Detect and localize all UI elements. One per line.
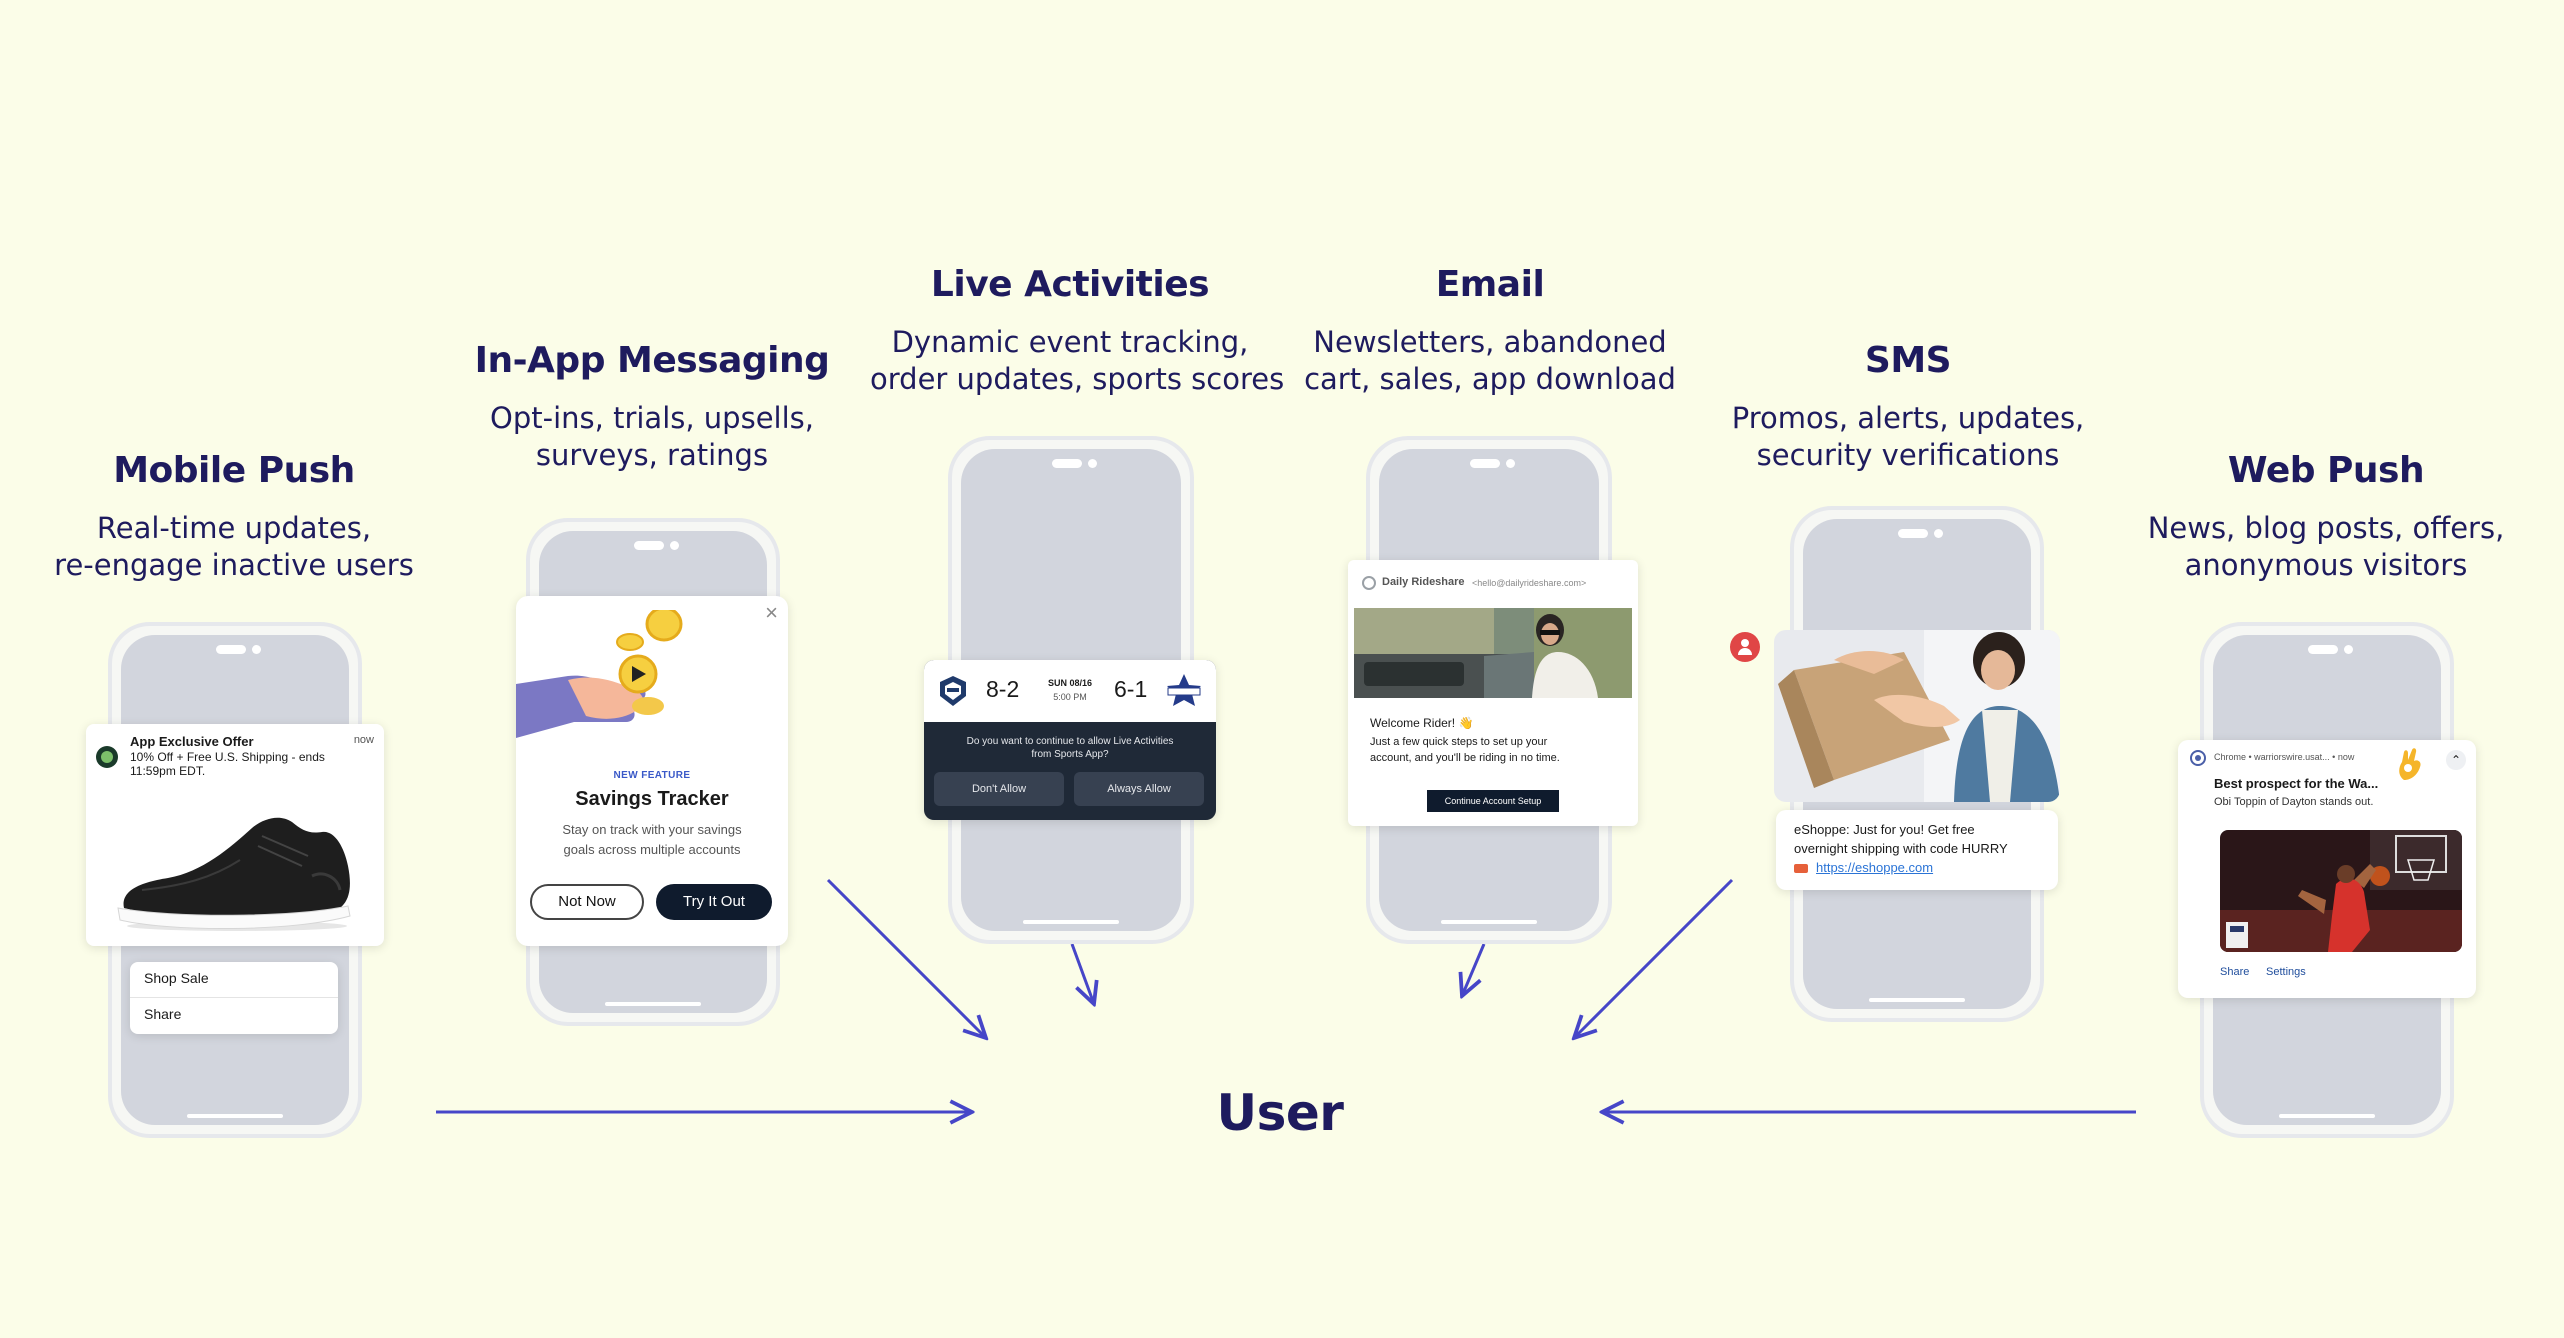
modal-body-1: Stay on track with your savings: [562, 822, 742, 837]
score-right: 6-1: [1114, 676, 1148, 702]
continue-setup-button[interactable]: Continue Account Setup: [1427, 790, 1559, 812]
try-it-out-button[interactable]: Try It Out: [656, 884, 772, 920]
arrow-live-activities: [1070, 943, 1094, 1004]
avatar-icon: [1362, 576, 1376, 590]
feature-tag: NEW FEATURE: [613, 770, 691, 781]
notification-line-2: 11:59pm EDT.: [130, 764, 206, 778]
live-prompt-1: Do you want to continue to allow Live Ac…: [966, 736, 1174, 747]
ok-hand-icon: [2399, 748, 2421, 780]
notification-title: App Exclusive Offer: [130, 734, 254, 749]
email-sender: Daily Rideshare: [1382, 576, 1465, 588]
app-logo-icon: [96, 746, 118, 768]
sneaker-image: [117, 817, 351, 931]
mobile-push-notification[interactable]: App Exclusive Offer now 10% Off + Free U…: [86, 724, 384, 946]
game-date: SUN 08/16: [1047, 678, 1093, 688]
sms-subtitle-2: security verifications: [1756, 438, 2060, 472]
notification-time: now: [353, 734, 374, 746]
score-left: 8-2: [986, 676, 1020, 702]
dont-allow-button[interactable]: Don't Allow: [934, 772, 1064, 806]
web-settings-action[interactable]: Settings: [2266, 966, 2306, 978]
email-sender-address: <hello@dailyrideshare.com>: [1472, 578, 1587, 588]
web-push-headline: Best prospect for the Wa...: [2214, 776, 2379, 791]
game-time: 5:00 PM: [1053, 692, 1087, 702]
arrow-email: [1462, 943, 1486, 996]
email-card: Daily Rideshare <hello@dailyrideshare.co…: [1348, 560, 1638, 826]
user-label: User: [1216, 1084, 1344, 1142]
close-icon[interactable]: ×: [765, 600, 778, 625]
team-logo-icon: [1167, 674, 1201, 706]
email-body-1: Just a few quick steps to set up your: [1370, 736, 1548, 748]
notification-line-1: 10% Off + Free U.S. Shipping - ends: [130, 750, 325, 764]
arrow-sms: [1574, 878, 1734, 1038]
live-activities-title: Live Activities: [930, 264, 1210, 305]
sms-text-1: eShoppe: Just for you! Get free: [1794, 822, 1975, 837]
arrow-in-app: [826, 878, 986, 1038]
email-title: Email: [1435, 264, 1545, 305]
mobile-push-actions: Shop Sale Share: [130, 962, 338, 1034]
team-logo-icon: [940, 676, 966, 706]
in-app-subtitle-2: surveys, ratings: [535, 438, 769, 472]
truck-icon: [1794, 864, 1808, 873]
modal-title: Savings Tracker: [575, 788, 729, 810]
sms-link[interactable]: https://eshoppe.com: [1816, 860, 1934, 875]
live-activities-subtitle-2: order updates, sports scores: [870, 362, 1285, 396]
live-prompt-2: from Sports App?: [1031, 749, 1109, 760]
mobile-push-subtitle-1: Real-time updates,: [96, 511, 372, 545]
coins-hand-illustration: [516, 610, 683, 738]
live-activities-subtitle-1: Dynamic event tracking,: [891, 325, 1249, 359]
collapse-chevron-icon[interactable]: ⌃: [2446, 750, 2466, 770]
not-now-button[interactable]: Not Now: [530, 884, 644, 920]
web-push-subtitle-1: News, blog posts, offers,: [2147, 511, 2505, 545]
in-app-title: In-App Messaging: [474, 340, 830, 381]
in-app-modal: × NEW FEATURE Savings Tracker Stay on tr…: [516, 596, 788, 946]
live-activity-widget: 8-2 SUN 08/16 5:00 PM 6-1 Do you want to…: [924, 660, 1216, 820]
shop-sale-action[interactable]: Shop Sale: [144, 970, 209, 986]
web-push-notification[interactable]: Chrome • warriorswire.usat... • now ⌃ Be…: [2178, 740, 2476, 998]
web-push-title: Web Push: [2227, 450, 2425, 491]
email-subtitle-2: cart, sales, app download: [1304, 362, 1676, 396]
basketball-image: [2220, 830, 2462, 952]
sms-bubble: eShoppe: Just for you! Get free overnigh…: [1776, 810, 2058, 890]
sms-image: [1774, 630, 2060, 802]
web-share-action[interactable]: Share: [2220, 966, 2250, 978]
share-action[interactable]: Share: [144, 1006, 182, 1022]
sms-text-2: overnight shipping with code HURRY: [1794, 841, 2008, 856]
in-app-subtitle-1: Opt-ins, trials, upsells,: [490, 401, 814, 435]
sms-subtitle-1: Promos, alerts, updates,: [1731, 401, 2085, 435]
web-push-snippet: Obi Toppin of Dayton stands out.: [2214, 796, 2374, 808]
email-body-2: account, and you'll be riding in no time…: [1370, 752, 1560, 764]
always-allow-button[interactable]: Always Allow: [1074, 772, 1204, 806]
modal-body-2: goals across multiple accounts: [563, 842, 741, 857]
email-hero-image: [1354, 608, 1632, 698]
scoreboard: 8-2 SUN 08/16 5:00 PM 6-1: [924, 660, 1216, 722]
web-push-source: Chrome • warriorswire.usat... • now: [2214, 752, 2355, 762]
email-greeting: Welcome Rider! 👋: [1370, 716, 1474, 730]
email-subtitle-1: Newsletters, abandoned: [1313, 325, 1667, 359]
contact-avatar-icon: [1730, 632, 1760, 662]
web-push-subtitle-2: anonymous visitors: [2184, 548, 2468, 582]
sms-title: SMS: [1864, 340, 1952, 381]
chrome-icon: [2190, 750, 2206, 766]
mobile-push-title: Mobile Push: [113, 450, 355, 491]
mobile-push-subtitle-2: re-engage inactive users: [54, 548, 414, 582]
